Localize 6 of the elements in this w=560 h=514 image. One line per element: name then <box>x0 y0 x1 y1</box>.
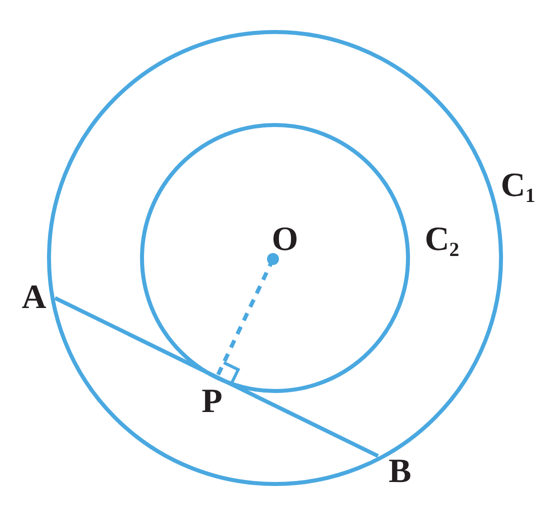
point-label: P <box>202 385 222 419</box>
point-label: B <box>388 455 412 489</box>
point-label: A <box>22 281 46 315</box>
circle-label: C$_{2}$ <box>424 223 460 257</box>
circle-label: C$_{1}$ <box>500 169 536 203</box>
point-label: O <box>272 223 298 257</box>
